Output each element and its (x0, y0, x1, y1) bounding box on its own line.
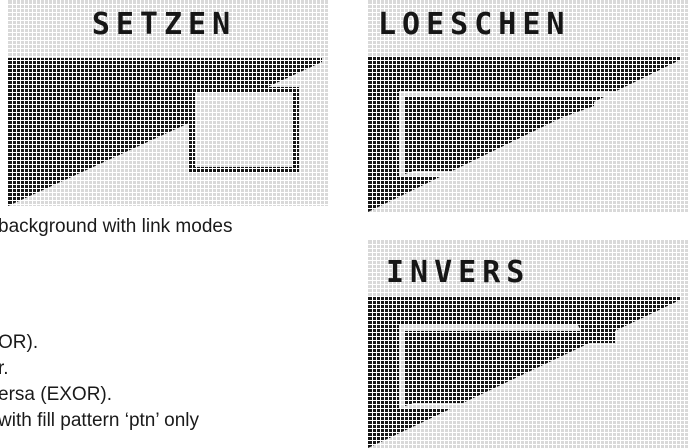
lcd-panel-setzen: SETZEN (8, 0, 328, 206)
panel-title: INVERS (386, 255, 530, 290)
lcd-pixel-grid-loeschen: LOESCHEN (368, 0, 688, 212)
panel-title: LOESCHEN (378, 7, 571, 42)
body-text-line-4: ersa (EXOR). (0, 384, 113, 405)
grid-lines (368, 0, 688, 212)
body-text-line-3: r. (0, 358, 9, 379)
body-text-line-2: OR). (0, 332, 39, 353)
grid-lines (8, 0, 328, 206)
grid-path (368, 0, 688, 212)
panel-title: SETZEN (92, 7, 236, 42)
body-text-line-1: background with link modes (0, 216, 233, 237)
grid-lines (368, 240, 688, 448)
lcd-panel-loeschen: LOESCHEN (368, 0, 688, 212)
lcd-pixel-grid-setzen: SETZEN (8, 0, 328, 206)
grid-path (368, 240, 688, 448)
body-text-line-5: with fill pattern ‘ptn’ only (0, 410, 200, 431)
grid-path (8, 0, 328, 206)
lcd-pixel-grid-invers: INVERS (368, 240, 688, 448)
lcd-panel-invers: INVERS (368, 240, 688, 448)
